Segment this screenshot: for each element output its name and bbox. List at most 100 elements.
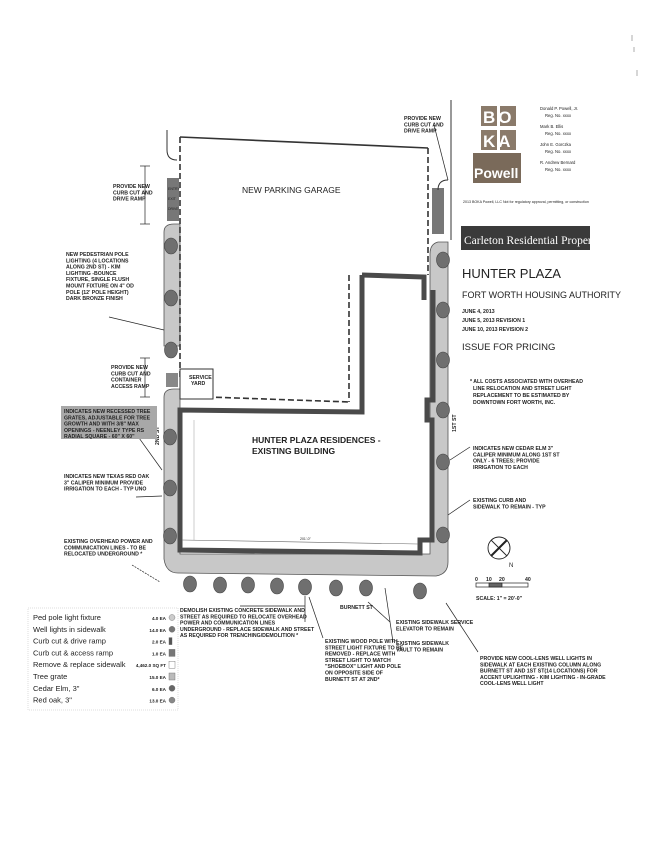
scale-bar (475, 582, 529, 588)
legend-qty: 4,462.0 SQ FT (136, 663, 166, 668)
date-1: JUNE 4, 2013 (462, 309, 495, 315)
scan-marks (631, 35, 638, 76)
scale-label: SCALE: 1" = 20'-0" (476, 596, 523, 602)
tree-icon (413, 582, 427, 600)
building-label: HUNTER PLAZA RESIDENCES -EXISTING BUILDI… (252, 435, 381, 456)
legend-item: Curb cut & drive ramp 2.0 EA (33, 637, 173, 646)
dimension-line (181, 539, 419, 545)
legend-label: Curb cut & drive ramp (33, 637, 106, 646)
street-label-burnett: BURNETT ST (340, 605, 374, 611)
credit-line: R. Andrew Bernard (540, 160, 576, 165)
legend-item: Ped pole light fixture 4.0 EA (33, 613, 176, 622)
project-owner: FORT WORTH HOUSING AUTHORITY (462, 290, 621, 300)
legend-swatch-icon (168, 649, 176, 657)
north-label: N (509, 563, 513, 569)
tree-icon (270, 577, 284, 595)
legend-swatch-icon (168, 637, 173, 645)
scale-tick-40: 40 (525, 577, 531, 583)
legend-label: Red oak, 3" (33, 696, 72, 705)
tree-icon (213, 576, 227, 594)
existing-building-walls (177, 272, 436, 556)
tree-icon (164, 237, 178, 255)
legend: Ped pole light fixture 4.0 EA Well lights … (27, 607, 179, 711)
copyright: 2013 BOKA Powell, LLC Not for regulatory… (463, 200, 589, 204)
parking-garage-outline (166, 100, 452, 403)
tree-icon (163, 527, 177, 545)
legend-item: Cedar Elm, 3"6.0 EA (33, 684, 176, 693)
tree-icon (164, 289, 178, 307)
tree-icon (163, 479, 177, 497)
tree-icon (241, 576, 255, 594)
tree-icon (436, 251, 450, 269)
legend-label: Ped pole light fixture (33, 613, 101, 622)
scale-tick-20: 20 (499, 577, 505, 583)
legend-label: Remove & replace sidewalk (33, 660, 126, 669)
tree-icon (436, 401, 450, 419)
note-cedar-elm: INDICATES NEW CEDAR ELM 3"CALIPER MINIMU… (473, 446, 560, 471)
date-3: JUNE 10, 2013 REVISION 2 (462, 327, 528, 333)
credit-line: John E. Gorczka (540, 142, 572, 147)
svg-text:Powell: Powell (474, 165, 518, 181)
credit-line: Reg. No. xxxx (545, 149, 572, 154)
tree-icon (436, 301, 450, 319)
legend-item: Red oak, 3" 13.0 EA (33, 696, 176, 705)
legend-qty: 4.0 EA (152, 616, 167, 621)
project-title: HUNTER PLAZA (462, 266, 561, 281)
tree-icon (436, 453, 450, 471)
legend-swatch-icon (168, 672, 176, 681)
curb-cut-drive-ramp-left (167, 178, 179, 221)
credit-line: Reg. No. xxxx (545, 113, 572, 118)
boka-powell-logo: BO KA Powell (473, 106, 521, 183)
sidewalk-band (163, 223, 449, 577)
legend-qty: 1.0 EA (152, 651, 167, 656)
scale-tick-0: 0 (475, 577, 478, 583)
legend-qty: 2.0 EA (152, 640, 167, 645)
tree-icon (436, 526, 450, 544)
dimension-label: 201'-0" (300, 537, 312, 541)
tree-icon (329, 579, 343, 597)
svg-text:BO: BO (483, 108, 515, 127)
street-label-1st: 1ST ST (452, 414, 458, 432)
legend-qty: 13.0 EA (149, 699, 166, 704)
curb-cut-drive-ramp-right (432, 188, 444, 234)
client-banner (461, 226, 590, 250)
scale-tick-10: 10 (486, 577, 492, 583)
legend-swatch-icon (168, 685, 176, 692)
credit-line: Reg. No. xxxx (545, 131, 572, 136)
svg-text:KA: KA (483, 132, 514, 151)
tree-icon (183, 575, 197, 593)
date-2: JUNE 5, 2013 REVISION 1 (462, 318, 525, 324)
garage-label: NEW PARKING GARAGE (242, 185, 341, 195)
legend-swatch-icon (168, 626, 176, 633)
legend-swatch-icon (168, 696, 176, 704)
credit-line: Mark B. Ellis (540, 124, 563, 129)
legend-qty: 14.0 EA (149, 628, 166, 633)
legend-qty: 6.0 EA (152, 687, 167, 692)
legend-swatch-icon (168, 614, 176, 621)
issue-label: ISSUE FOR PRICING (462, 342, 555, 353)
tree-icon (359, 579, 373, 597)
curb-cut-access-ramp (166, 373, 178, 387)
tree-icon (298, 578, 312, 596)
tree-icon (163, 428, 177, 446)
